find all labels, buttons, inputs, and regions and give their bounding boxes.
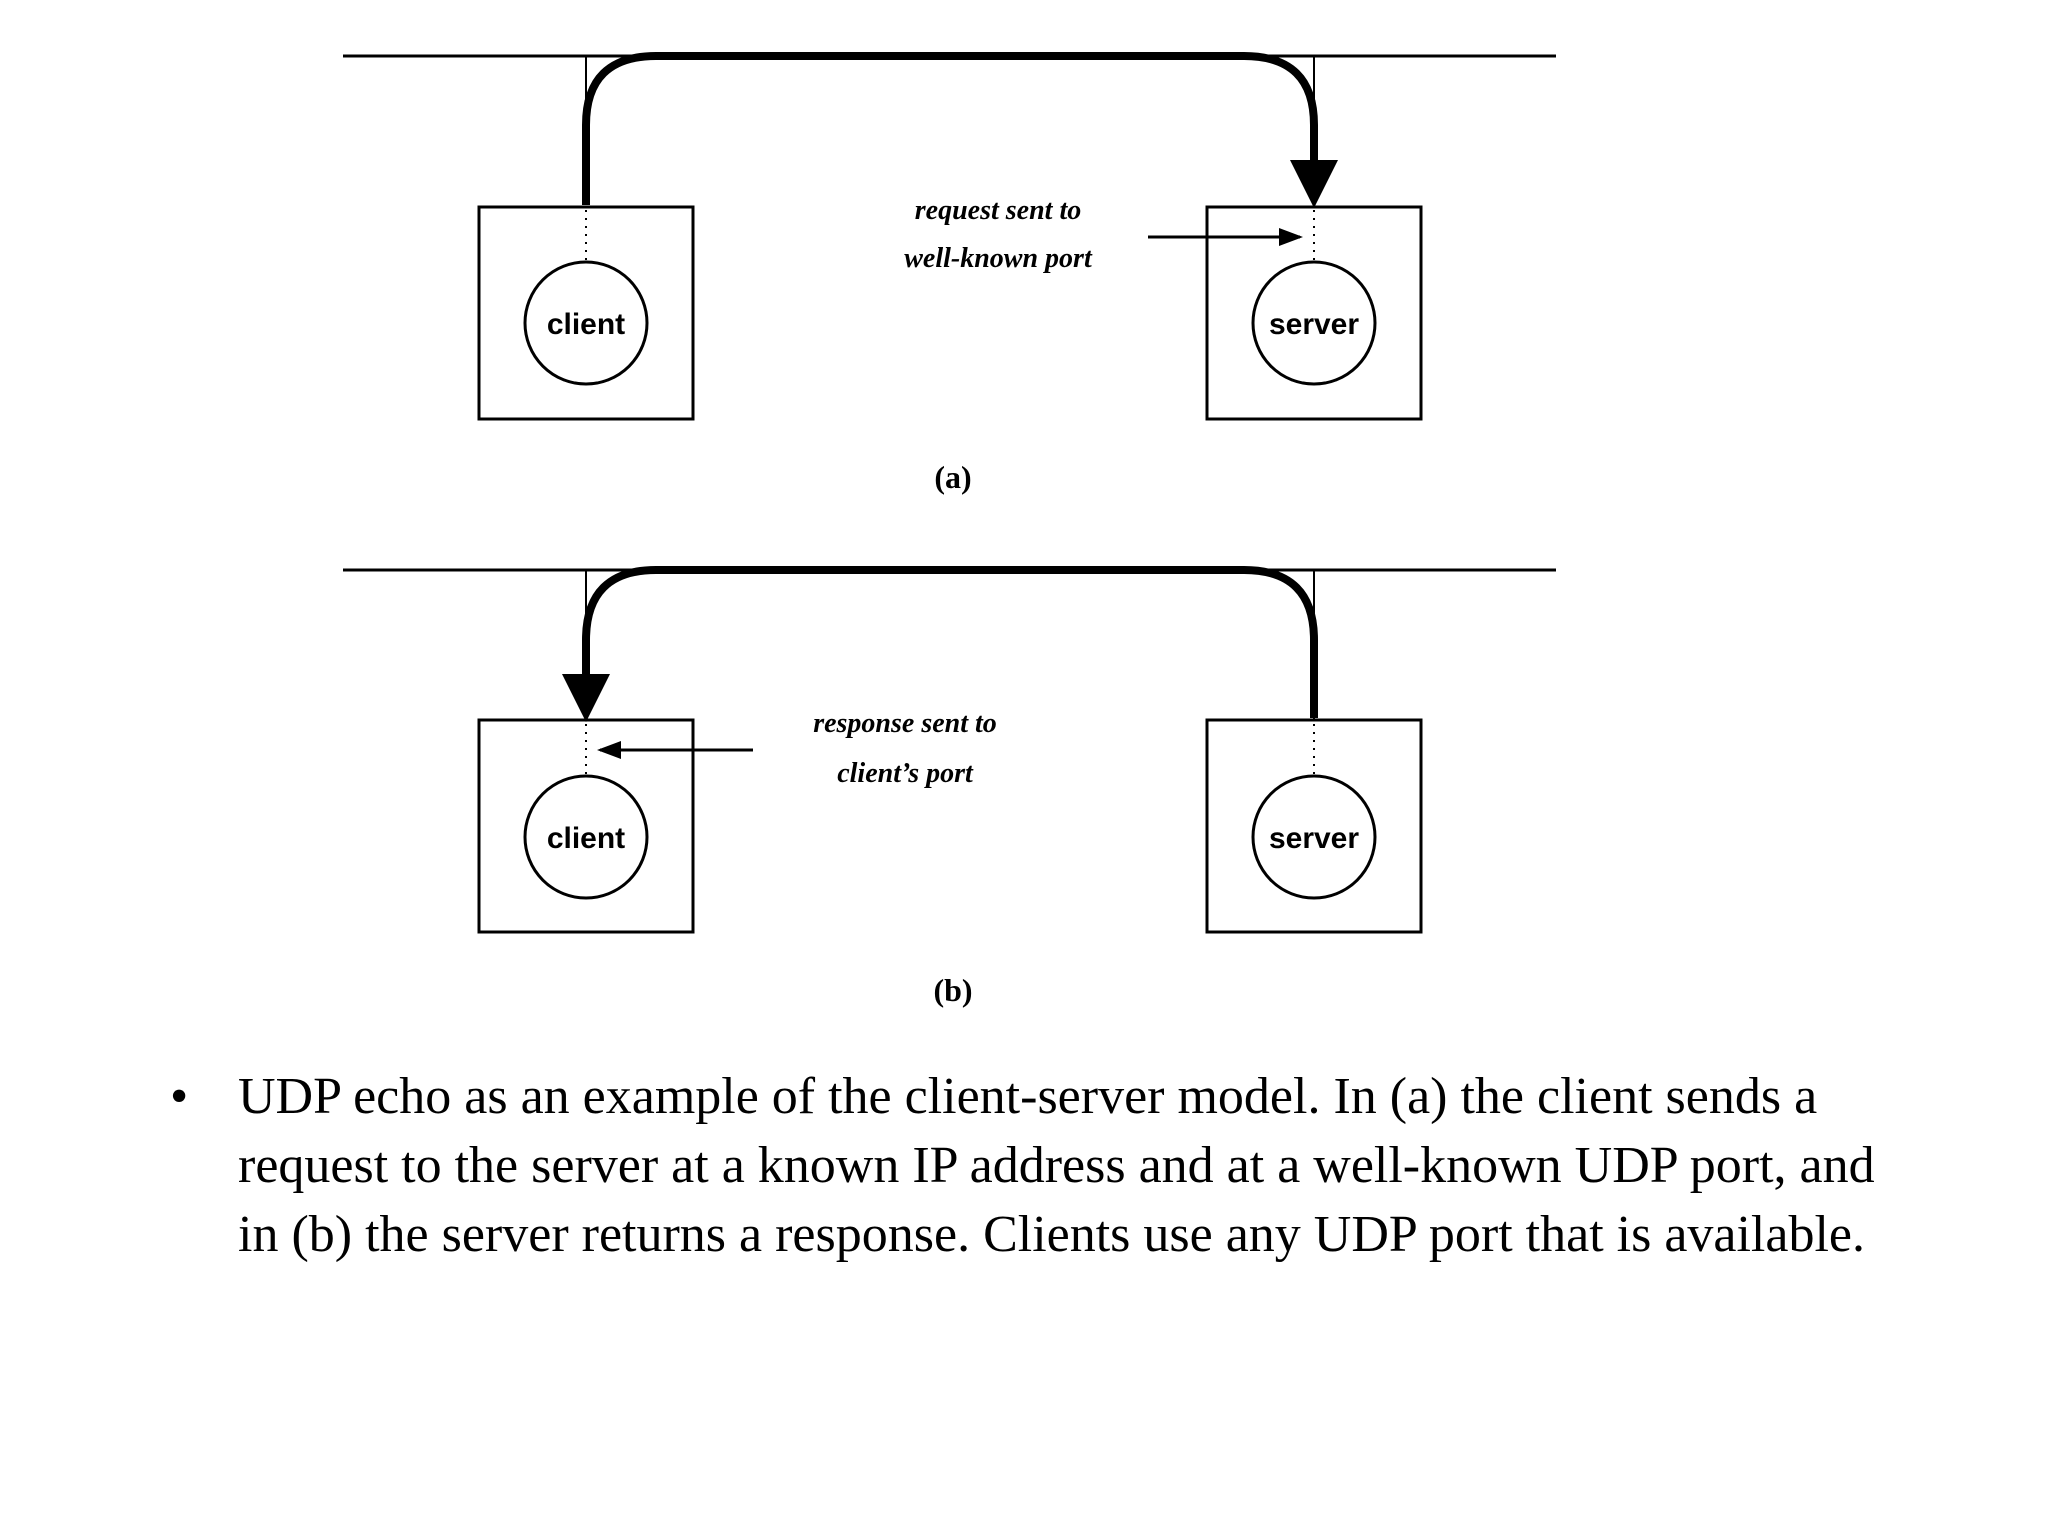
client-host-box	[477, 718, 695, 934]
request-note-line1: request sent to	[915, 195, 1081, 226]
server-process-circle	[1251, 260, 1377, 386]
panel-a-label: (a)	[934, 459, 971, 495]
request-path-arrow	[582, 52, 1338, 208]
request-note-line2: well-known port	[904, 243, 1093, 274]
server-host-box	[1205, 205, 1423, 421]
panel-b-label: (b)	[933, 972, 972, 1008]
server-process-circle	[1251, 774, 1377, 900]
bullet-marker: •	[170, 1068, 189, 1125]
response-note-line2: client’s port	[837, 758, 974, 789]
panel-a: client server request sent to well-known…	[343, 52, 1556, 495]
server-label: server	[1269, 308, 1359, 341]
response-path-arrow	[562, 566, 1318, 722]
response-note-line1: response sent to	[813, 708, 997, 739]
server-label: server	[1269, 822, 1359, 855]
client-host-box	[477, 205, 695, 421]
caption-text: UDP echo as an example of the client-ser…	[238, 1068, 1875, 1263]
client-label: client	[547, 822, 625, 855]
panel-b: client server response sent to client’s …	[343, 566, 1556, 1008]
caption: • UDP echo as an example of the client-s…	[170, 1062, 1910, 1269]
client-process-circle	[523, 774, 649, 900]
server-host-box	[1205, 718, 1423, 934]
client-label: client	[547, 308, 625, 341]
client-process-circle	[523, 260, 649, 386]
